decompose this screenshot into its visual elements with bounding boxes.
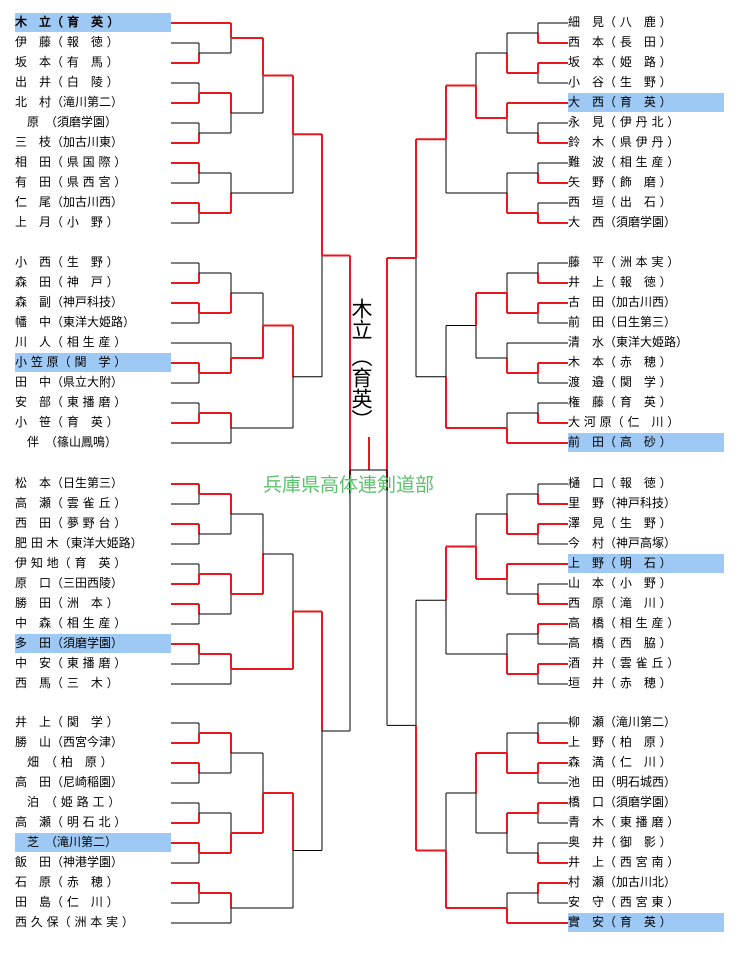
right-entry: 西 原（ 滝 川 ） xyxy=(568,596,672,610)
right-entry: 西 本（ 長 田 ） xyxy=(568,35,672,49)
right-entry: 難 波（ 相 生 産 ） xyxy=(568,155,680,169)
right-entry: 高 橋（ 西 脇 ） xyxy=(568,636,672,650)
left-entry: 伊 藤（ 報 徳 ） xyxy=(15,35,119,49)
left-entry: 松 本（日生第三） xyxy=(15,476,124,490)
left-entry: 多 田（須磨学園） xyxy=(15,634,171,653)
right-entry: 今 村（神戸高塚） xyxy=(568,536,677,550)
right-entry: 村 瀬（加古川北） xyxy=(568,875,677,889)
right-entry: 永 見（ 伊 丹 北 ） xyxy=(568,115,680,129)
left-entry: 高 田（尼崎稲園） xyxy=(15,775,124,789)
left-entry: 出 井（ 白 陵 ） xyxy=(15,75,119,89)
champion-label: 木立 （育英） xyxy=(349,298,384,430)
right-entry: 小 谷（ 生 野 ） xyxy=(568,75,672,89)
left-entry: 勝 田（ 洲 本 ） xyxy=(15,596,119,610)
left-entry: 幡 中（東洋大姫路） xyxy=(15,315,136,329)
right-entry: 大 西（ 育 英 ） xyxy=(568,93,724,112)
right-entry: 安 守（ 西 宮 東 ） xyxy=(568,895,680,909)
left-entry: 肥 田 木（東洋大姫路） xyxy=(15,536,143,550)
right-entry: 井 上（ 報 徳 ） xyxy=(568,275,672,289)
left-entry: 木 立（ 育 英 ） xyxy=(15,13,171,32)
right-entry: 上 野（ 柏 原 ） xyxy=(568,735,672,749)
watermark: 兵庫県高体連剣道部 xyxy=(263,474,435,496)
left-entry: 安 部（ 東 播 磨 ） xyxy=(15,395,127,409)
right-entry: 井 上（ 西 宮 南 ） xyxy=(568,855,680,869)
right-entry: 細 見（ 八 鹿 ） xyxy=(568,15,672,29)
right-entry: 澤 見（ 生 野 ） xyxy=(568,516,672,530)
left-entry: 井 上（ 関 学 ） xyxy=(15,715,119,729)
right-entry: 樋 口（ 報 徳 ） xyxy=(568,476,672,490)
right-entry: 山 本（ 小 野 ） xyxy=(568,576,672,590)
left-entry: 畑 （ 柏 原 ） xyxy=(15,755,113,769)
left-entry: 飯 田（神港学園） xyxy=(15,855,124,869)
right-entry: 柳 瀬（滝川第二） xyxy=(568,715,677,729)
left-entry: 小 笠 原（ 関 学 ） xyxy=(15,353,171,372)
left-entry: 有 田（ 県 西 宮 ） xyxy=(15,175,127,189)
left-entry: 田 島（ 仁 川 ） xyxy=(15,895,119,909)
left-entry: 相 田（ 県 国 際 ） xyxy=(15,155,127,169)
left-entry: 高 瀬（ 雲 雀 丘 ） xyxy=(15,496,127,510)
right-entry: 前 田（ 高 砂 ） xyxy=(568,433,724,452)
right-entry: 酒 井（ 雲 雀 丘 ） xyxy=(568,656,680,670)
champion-school: （育英） xyxy=(349,346,373,430)
right-entry: 木 本（ 赤 穂 ） xyxy=(568,355,672,369)
left-entry: 芝 （滝川第二） xyxy=(15,833,171,852)
left-entry: 伴 （篠山鳳鳴） xyxy=(15,435,118,449)
left-entry: 小 笹（ 育 英 ） xyxy=(15,415,119,429)
right-entry: 藤 平（ 洲 本 実 ） xyxy=(568,255,680,269)
left-entry: 上 月（ 小 野 ） xyxy=(15,215,119,229)
right-entry: 西 垣（ 出 石 ） xyxy=(568,195,672,209)
left-entry: 三 枝（加古川東） xyxy=(15,135,124,149)
left-entry: 中 安（ 東 播 磨 ） xyxy=(15,656,127,670)
right-entry: 高 橋（ 相 生 産 ） xyxy=(568,616,680,630)
left-entry: 仁 尾（加古川西） xyxy=(15,195,124,209)
right-entry: 橋 口（須磨学園） xyxy=(568,795,677,809)
left-entry: 森 田（ 神 戸 ） xyxy=(15,275,119,289)
right-entry: 森 満（ 仁 川 ） xyxy=(568,755,672,769)
right-entry: 奥 井（ 御 影 ） xyxy=(568,835,672,849)
right-entry: 垣 井（ 赤 穂 ） xyxy=(568,676,672,690)
right-entry: 坂 本（ 姫 路 ） xyxy=(568,55,672,69)
right-entry: 渡 邉（ 関 学 ） xyxy=(568,375,672,389)
left-entry: 石 原（ 赤 穂 ） xyxy=(15,875,119,889)
left-entry: 原 （須磨学園） xyxy=(15,115,118,129)
left-entry: 西 田（ 夢 野 台 ） xyxy=(15,516,127,530)
left-entry: 原 口（三田西陵） xyxy=(15,576,124,590)
right-entry: 實 安（ 育 英 ） xyxy=(568,913,724,932)
right-entry: 矢 野（ 飾 磨 ） xyxy=(568,175,672,189)
left-entry: 泊 （ 姫 路 工 ） xyxy=(15,795,121,809)
right-entry: 鈴 木（ 県 伊 丹 ） xyxy=(568,135,680,149)
right-entry: 青 木（ 東 播 磨 ） xyxy=(568,815,680,829)
left-entry: 川 人（ 相 生 産 ） xyxy=(15,335,127,349)
left-entry: 小 西（ 生 野 ） xyxy=(15,255,119,269)
right-entry: 大 西（須磨学園） xyxy=(568,215,677,229)
right-entry: 池 田（明石城西） xyxy=(568,775,677,789)
right-entry: 清 水（東洋大姫路） xyxy=(568,335,689,349)
left-entry: 坂 本（ 有 馬 ） xyxy=(15,55,119,69)
left-entry: 北 村（滝川第二） xyxy=(15,95,124,109)
left-entry: 森 副（神戸科技） xyxy=(15,295,124,309)
left-entry: 西 久 保（ 洲 本 実 ） xyxy=(15,915,134,929)
left-entry: 勝 山（西宮今津） xyxy=(15,735,124,749)
right-entry: 里 野（神戸科技） xyxy=(568,496,677,510)
right-entry: 権 藤（ 育 英 ） xyxy=(568,395,672,409)
left-entry: 伊 知 地（ 育 英 ） xyxy=(15,556,127,570)
champion-name: 木立 xyxy=(349,298,373,340)
right-entry: 古 田（加古川西） xyxy=(568,295,677,309)
right-entry: 上 野（ 明 石 ） xyxy=(568,554,724,573)
left-entry: 高 瀬（ 明 石 北 ） xyxy=(15,815,127,829)
left-entry: 中 森（ 相 生 産 ） xyxy=(15,616,127,630)
right-entry: 前 田（日生第三） xyxy=(568,315,677,329)
right-entry: 大 河 原（ 仁 川 ） xyxy=(568,415,680,429)
left-entry: 西 馬（ 三 木 ） xyxy=(15,676,119,690)
left-entry: 田 中（県立大附） xyxy=(15,375,124,389)
